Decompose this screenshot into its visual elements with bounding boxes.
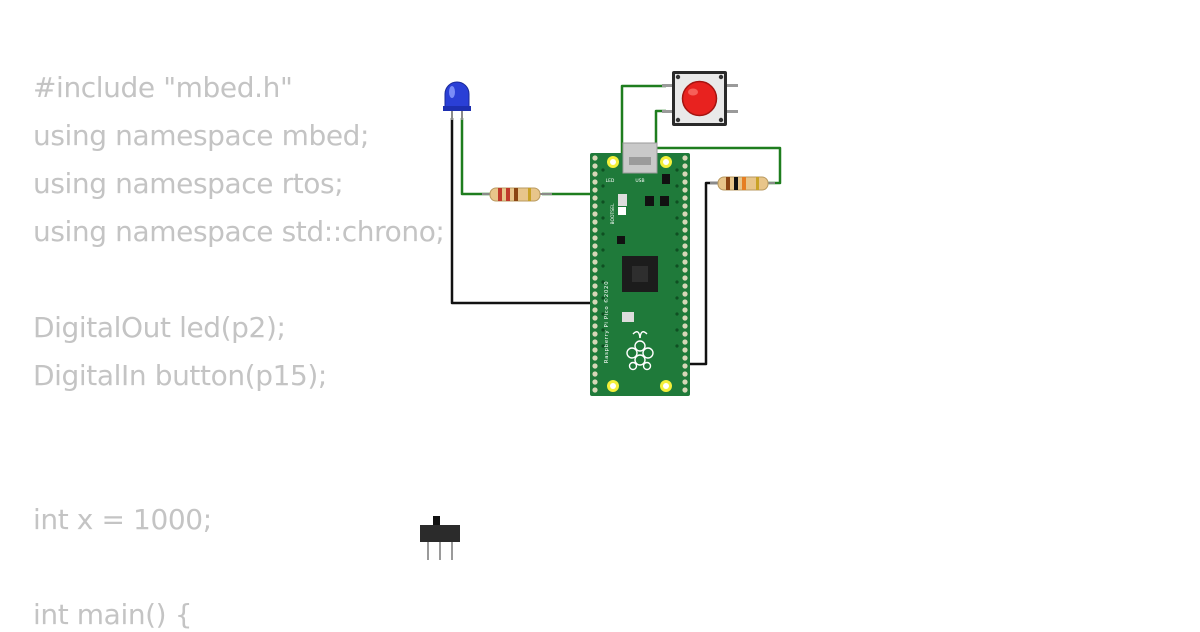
code-line[interactable]: int x = 1000; (33, 503, 212, 536)
code-line[interactable]: int main() { (33, 598, 193, 631)
led-label: LED (606, 178, 615, 184)
pico-pins-right (682, 155, 688, 393)
code-line[interactable]: #include "mbed.h" (33, 71, 293, 104)
raspberry-pi-pico[interactable]: USB LED BOOTSEL Raspberry Pi Pico ©2020 (590, 142, 690, 396)
pico-mounting-holes (607, 156, 672, 392)
pulldown-resistor[interactable] (710, 176, 775, 191)
blue-led[interactable] (443, 81, 471, 120)
led-resistor[interactable] (482, 187, 552, 202)
pico-pins-left (592, 155, 598, 393)
pushbutton[interactable] (662, 71, 738, 126)
switch-handle[interactable] (433, 516, 440, 526)
pico-brand-text: Raspberry Pi Pico ©2020 (603, 281, 610, 363)
button-cap-icon[interactable] (681, 80, 718, 117)
bootsel-label: BOOTSEL (610, 203, 616, 225)
wire-button-bottom[interactable] (654, 109, 782, 185)
code-line[interactable]: DigitalIn button(p15); (33, 359, 327, 392)
wire-led-cathode-gnd[interactable] (450, 118, 598, 305)
wire-led-anode[interactable] (460, 118, 492, 196)
code-line[interactable]: using namespace rtos; (33, 167, 344, 200)
usb-label: USB (635, 178, 644, 184)
code-line[interactable]: DigitalOut led(p2); (33, 311, 286, 344)
code-line[interactable]: using namespace mbed; (33, 119, 370, 152)
slide-switch[interactable] (420, 516, 460, 560)
led-body-icon (444, 81, 470, 111)
code-line[interactable]: using namespace std::chrono; (33, 215, 445, 248)
raspberry-logo-icon (626, 331, 654, 371)
